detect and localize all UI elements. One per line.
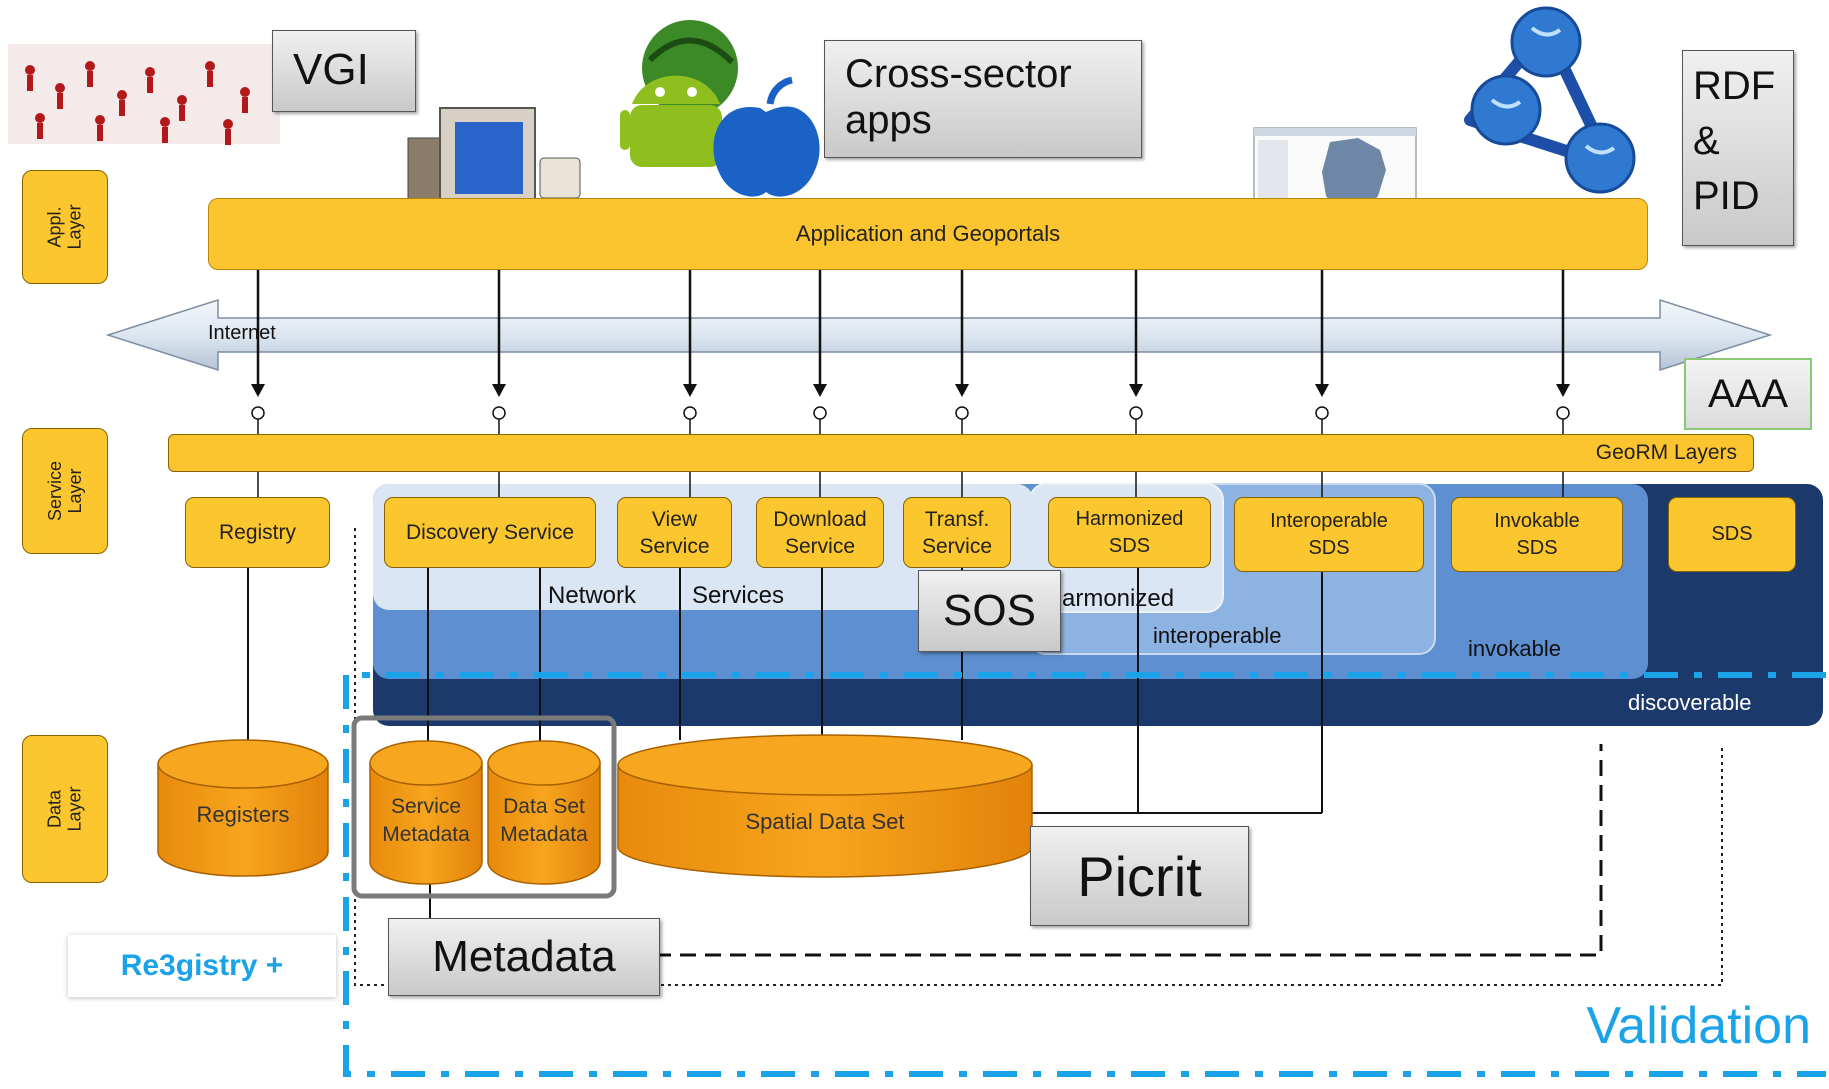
discovery-text: Discovery Service	[405, 521, 575, 544]
sds-service: SDS	[1668, 497, 1796, 572]
interoperable-zone-label: interoperable	[1153, 623, 1282, 648]
harmonized-sds-service: Harmonized SDS	[1048, 497, 1211, 568]
re3gistry-text: Re3gistry +	[120, 949, 284, 982]
invokable-sds-text: Invokable SDS	[1494, 509, 1580, 559]
aaa-callout: AAA	[1684, 358, 1812, 430]
sos-text: SOS	[943, 586, 1036, 635]
internet-arrow	[105, 298, 1773, 372]
picrit-callout: Picrit	[1030, 826, 1249, 926]
validation-label: Validation	[1586, 997, 1811, 1055]
invokable-zone-label: invokable	[1468, 636, 1561, 661]
dataset-metadata-text: Data Set Metadata	[500, 795, 588, 846]
cross-sector-text: Cross-sector apps	[845, 52, 1072, 142]
service-metadata-label: Service Metadata	[370, 786, 482, 856]
sos-callout: SOS	[918, 570, 1061, 652]
georm-layers-text: GeoRM Layers	[1595, 441, 1737, 464]
application-layer-text: Appl. Layer	[45, 204, 85, 250]
application-geoportals-bar: Application and Geoportals	[208, 198, 1648, 270]
harmonized-sds-text: Harmonized SDS	[1075, 507, 1184, 557]
application-bar-text: Application and Geoportals	[795, 221, 1061, 246]
download-service: Download Service	[756, 497, 884, 568]
network-label: Network	[548, 582, 637, 609]
apps-logos-icon	[620, 20, 820, 197]
service-metadata-cylinder	[369, 740, 483, 885]
metadata-callout: Metadata	[388, 918, 660, 996]
re3gistry-label: Re3gistry +	[68, 935, 336, 997]
invokable-sds-service: Invokable SDS	[1451, 497, 1623, 572]
service-layer-label: Service Layer	[22, 428, 108, 554]
download-text: Download Service	[773, 507, 867, 558]
spatial-data-set-label: Spatial Data Set	[618, 792, 1032, 852]
view-service: View Service	[617, 497, 732, 568]
services-label: Services	[692, 582, 785, 609]
dataset-metadata-cylinder	[487, 740, 601, 885]
internet-label: Internet	[208, 322, 276, 344]
interoperable-sds-service: Interoperable SDS	[1234, 497, 1424, 572]
discoverable-zone-label: discoverable	[1628, 690, 1752, 715]
data-layer-text: Data Layer	[45, 786, 85, 832]
spatial-data-set-cylinder	[617, 734, 1033, 878]
registers-cylinder	[157, 739, 329, 877]
metadata-text: Metadata	[432, 932, 616, 981]
vgi-text: VGI	[293, 45, 369, 94]
service-metadata-text: Service Metadata	[382, 795, 470, 846]
rdf-pid-callout: RDF & PID	[1682, 50, 1794, 246]
registry-service: Registry	[185, 497, 330, 568]
vgi-callout: VGI	[272, 30, 416, 112]
spatial-data-set-text: Spatial Data Set	[745, 809, 905, 834]
application-layer-label: Appl. Layer	[22, 170, 108, 284]
crowd-image-icon	[8, 44, 280, 145]
cross-sector-apps-callout: Cross-sector apps	[824, 40, 1142, 158]
harmonized-zone-label: armonized	[1062, 585, 1175, 612]
interoperable-sds-text: Interoperable SDS	[1270, 509, 1388, 559]
georm-layers-bar: GeoRM Layers	[168, 434, 1754, 472]
registers-label: Registers	[158, 780, 328, 850]
view-text: View Service	[639, 507, 710, 558]
transformation-service: Transf. Service	[903, 497, 1011, 568]
sds-text: SDS	[1711, 523, 1753, 545]
data-layer-label: Data Layer	[22, 735, 108, 883]
aaa-text: AAA	[1707, 371, 1789, 416]
registers-text: Registers	[196, 802, 290, 827]
discovery-service: Discovery Service	[384, 497, 596, 568]
picrit-text: Picrit	[1077, 844, 1202, 908]
service-layer-text: Service Layer	[45, 460, 85, 522]
registry-text: Registry	[218, 521, 297, 544]
rdf-network-icon	[1464, 6, 1636, 194]
rdf-pid-text: RDF & PID	[1693, 64, 1776, 218]
transf-text: Transf. Service	[921, 507, 993, 558]
dataset-metadata-label: Data Set Metadata	[488, 786, 600, 856]
